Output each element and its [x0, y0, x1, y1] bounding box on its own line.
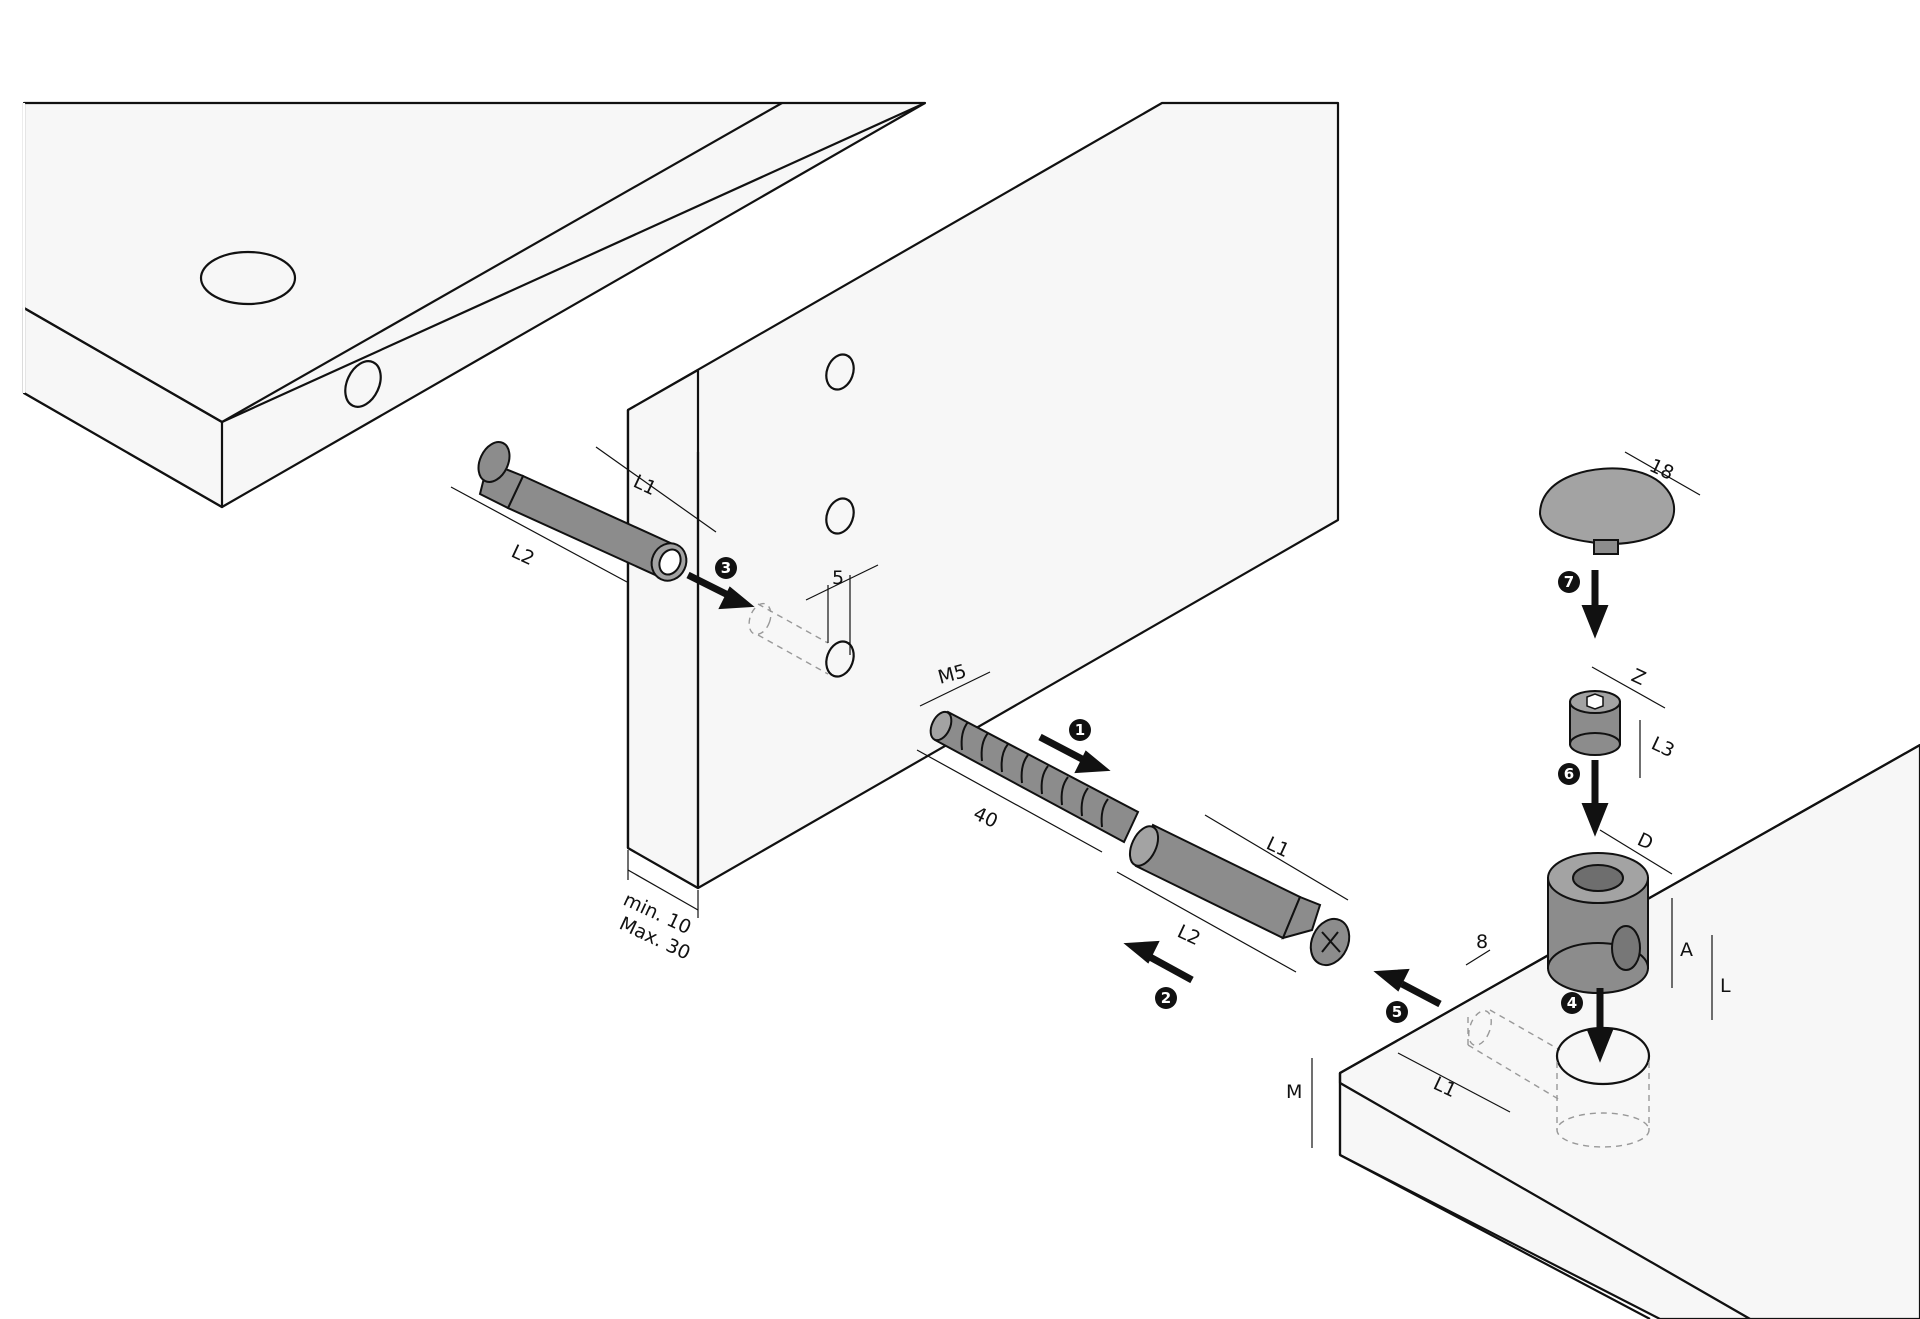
svg-text:7: 7 [1564, 573, 1574, 591]
top-left-board [22, 101, 927, 509]
svg-text:6: 6 [1564, 765, 1574, 783]
dowel-mid [1128, 823, 1351, 967]
grub-z-label: Z [1628, 665, 1649, 690]
nut-l-label: L [1720, 975, 1731, 997]
cap [1538, 467, 1676, 555]
step-1-badge: 1 [1069, 719, 1091, 741]
step-5-badge: 5 [1386, 1001, 1408, 1023]
center-panel [626, 101, 1340, 890]
step-3-badge: 3 [715, 557, 737, 579]
step-4-badge: 4 [1561, 992, 1583, 1014]
grub-l3-label: L3 [1648, 733, 1678, 763]
step-7-badge: 7 [1558, 571, 1580, 593]
top-board-edge-hole [344, 360, 382, 408]
cross-nut [1547, 852, 1649, 994]
panel-hole-2 [825, 497, 855, 535]
hole-dia-label: 5 [832, 567, 844, 589]
dowel-top-l2-label: L2 [508, 541, 538, 571]
step-2-badge: 2 [1155, 987, 1177, 1009]
top-board-hole [199, 250, 297, 306]
dowel-mid-l2-label: L2 [1174, 921, 1204, 951]
svg-text:3: 3 [721, 559, 731, 577]
panel-hole-1 [825, 353, 855, 391]
arrows [686, 570, 1614, 1063]
dowel-top [477, 441, 688, 582]
screw-length-label: 40 [970, 803, 1001, 833]
dowel-mid-l1-label: L1 [1263, 833, 1293, 863]
board-m-label: M [1286, 1081, 1302, 1103]
step-badges: 1 2 3 4 5 6 7 [715, 557, 1583, 1023]
panel-hole-3 [825, 640, 855, 678]
hole-dia-dim: 5 [805, 564, 879, 655]
bottom-right-board [1338, 743, 1920, 1319]
svg-text:5: 5 [1392, 1003, 1402, 1021]
board-8-label: 8 [1476, 931, 1488, 953]
nut-a-label: A [1680, 939, 1693, 961]
step-6-badge: 6 [1558, 763, 1580, 785]
svg-text:2: 2 [1161, 989, 1171, 1007]
svg-text:1: 1 [1075, 721, 1085, 739]
svg-text:4: 4 [1567, 994, 1577, 1012]
threaded-screw [929, 710, 1140, 844]
nut-d-label: D [1634, 829, 1657, 855]
grub-screw [1569, 690, 1621, 756]
